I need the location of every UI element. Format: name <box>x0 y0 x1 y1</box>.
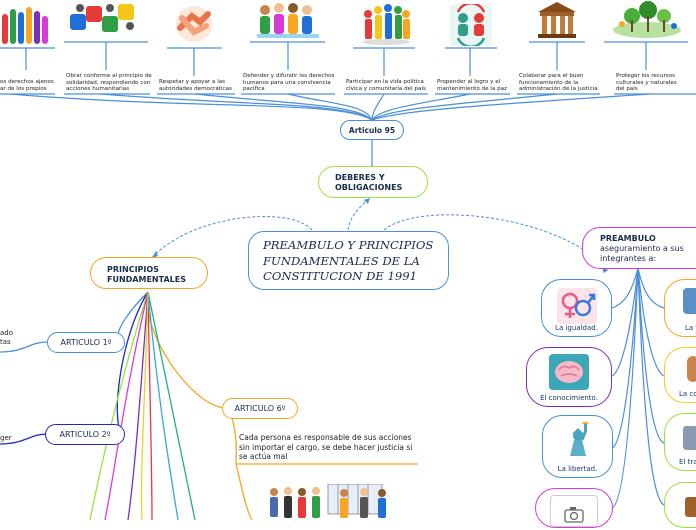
preambulo-right-label-3: El tra <box>679 458 696 466</box>
brain-icon <box>549 354 589 390</box>
people-circle-icon <box>360 2 412 46</box>
articulo-6-node[interactable]: ARTICULO 6º <box>222 398 298 419</box>
central-topic-title: PREAMBULO Y PRINCIPIOS FUNDAMENTALES DE … <box>263 238 434 284</box>
duty-label: Proteger los recursos culturales y natur… <box>616 73 677 93</box>
duty-label: os derechos ajenos ar de los propios <box>0 79 54 92</box>
conocimiento-label: El conocimiento. <box>540 394 598 402</box>
preambulo-right-label-2: La co <box>679 390 696 398</box>
hand-icon <box>683 288 696 314</box>
principios-label: PRINCIPIOS FUNDAMENTALES <box>107 265 186 284</box>
preambulo-right-node-2[interactable]: La co <box>664 347 696 403</box>
community-icon <box>687 356 696 382</box>
libertad-label: La libertad. <box>557 465 598 473</box>
nature-icon <box>612 0 682 40</box>
preambulo-node[interactable]: PREAMBULO aseguramiento a sus integrante… <box>582 227 696 269</box>
articulo-1-node[interactable]: ARTICULO 1º <box>47 332 125 353</box>
people-group-illustration <box>268 483 392 520</box>
preambulo-right-node-3[interactable]: El tra <box>664 413 696 471</box>
raised-hands-icon <box>0 4 50 46</box>
articulo-1-label: ARTICULO 1º <box>60 338 112 347</box>
articulo-95-label: Articulo 95 <box>348 125 396 135</box>
cycle-arrows-icon <box>450 2 492 48</box>
preambulo-title: PREAMBULO <box>600 234 656 243</box>
articulo-6-label: ARTICULO 6º <box>234 404 286 413</box>
preambulo-subtitle: aseguramiento a sus integrantes a: <box>600 244 684 263</box>
libertad-node[interactable]: La libertad. <box>542 415 613 478</box>
principios-node[interactable]: PRINCIPIOS FUNDAMENTALES <box>90 257 208 289</box>
duty-label: Defender y difundir los derechos humanos… <box>243 73 335 93</box>
preambulo-right-label-1: La v <box>685 324 696 332</box>
workers-icon <box>683 426 696 450</box>
camera-placeholder-icon <box>550 495 598 527</box>
duty-label: Participar en la vida política cívica y … <box>346 79 426 92</box>
people-group-icon <box>255 0 321 40</box>
duty-label: Propender al logro y el mantenimiento de… <box>437 79 507 92</box>
central-topic-node[interactable]: PREAMBULO Y PRINCIPIOS FUNDAMENTALES DE … <box>248 231 449 290</box>
articulo-95-node[interactable]: Articulo 95 <box>340 120 404 140</box>
courthouse-icon <box>534 0 580 40</box>
deberes-node[interactable]: DEBERES Y OBLIGACIONES <box>318 166 428 198</box>
conocimiento-node[interactable]: El conocimiento. <box>526 347 612 407</box>
duty-label: Obrar conforme al principio de solidarid… <box>66 73 152 93</box>
handshake-icon <box>172 4 216 44</box>
duty-label: Respetar y apoyar a las autoridades demo… <box>159 79 232 92</box>
articulo-2-node[interactable]: ARTICULO 2º <box>45 424 125 445</box>
people-icon <box>685 497 696 517</box>
deberes-label: DEBERES Y OBLIGACIONES <box>335 173 403 192</box>
duty-label: Colaborar para el buen funcionamiento de… <box>519 73 598 93</box>
igualdad-label: La igualdad. <box>555 324 598 332</box>
preambulo-right-node-4[interactable] <box>664 482 696 528</box>
articulo-2-side-text: ger <box>0 434 12 442</box>
igualdad-node[interactable]: La igualdad. <box>541 279 612 337</box>
preambulo-item-4-node[interactable] <box>535 488 613 528</box>
statue-of-liberty-icon <box>558 420 598 458</box>
preambulo-right-node-1[interactable]: La v <box>664 279 696 337</box>
articulo-6-description: Cada persona es responsable de sus accio… <box>239 433 413 462</box>
articulo-2-label: ARTICULO 2º <box>59 430 111 439</box>
articulo-1-side-text: ado tas <box>0 329 14 346</box>
gender-equality-icon <box>556 288 597 324</box>
puzzle-pieces-icon <box>66 0 146 40</box>
